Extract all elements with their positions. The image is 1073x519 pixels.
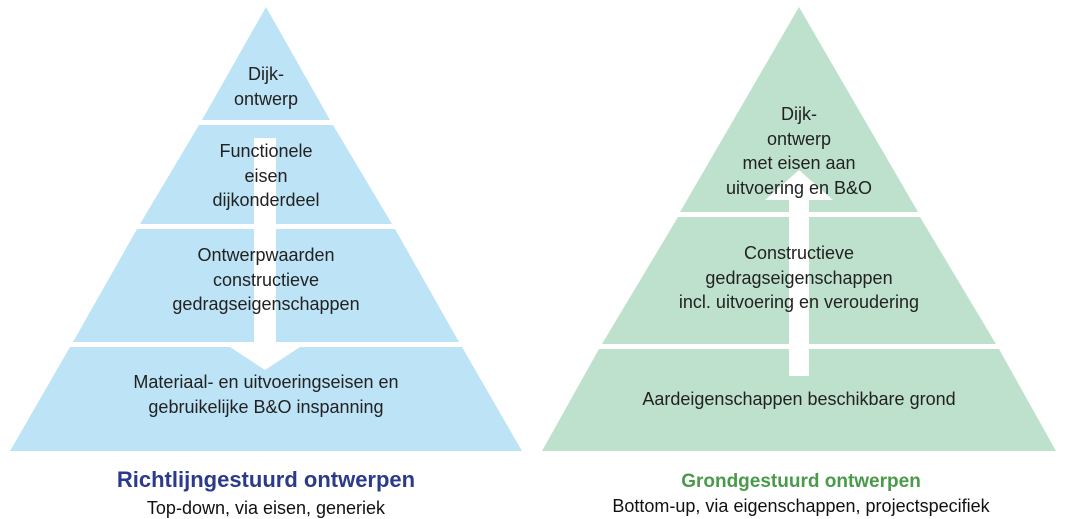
left-level-2-label: Functionele eisen dijkonderdeel xyxy=(212,141,320,210)
up-arrow xyxy=(765,170,833,376)
down-arrow xyxy=(227,138,303,370)
right-title: Grondgestuurd ontwerpen xyxy=(681,471,921,492)
left-level-3-label: Ontwerpwaarden constructieve gedragseige… xyxy=(172,245,360,314)
right-level-2-label: Constructieve gedragseigenschappen incl.… xyxy=(678,243,920,312)
right-level-1-band xyxy=(680,7,918,212)
left-title: Richtlijngestuurd ontwerpen xyxy=(116,467,416,492)
left-level-4-label: Materiaal- en uitvoeringseisen en gebrui… xyxy=(133,372,399,417)
left-level-1-band xyxy=(202,7,330,120)
left-subtitle: Top-down, via eisen, generiek xyxy=(146,498,386,518)
right-subtitle: Bottom-up, via eigenschappen, projectspe… xyxy=(612,496,990,516)
left-level-4-band xyxy=(10,347,522,451)
right-level-3-band xyxy=(542,349,1056,451)
right-level-3-label: Aardeigenschappen beschikbare grond xyxy=(642,389,956,409)
left-level-1-label: Dijk- ontwerp xyxy=(233,64,299,109)
right-level-1-label: Dijk- ontwerp met eisen aan uitvoering e… xyxy=(725,104,873,198)
